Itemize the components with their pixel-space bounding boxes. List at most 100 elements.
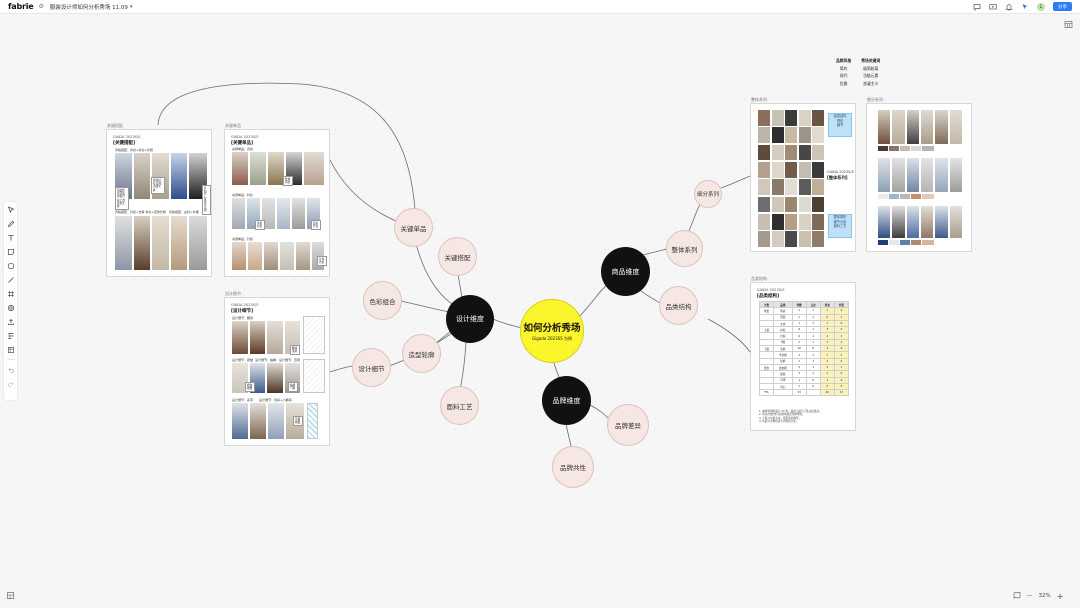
comment-icon[interactable] <box>973 3 981 11</box>
table-notes: 1. 本季秀场单品共 33 款，其中上装与下装占比最高， 2. 风衣/外套作为关… <box>759 410 851 424</box>
board-season: GIADA 2023S/S <box>757 288 855 292</box>
caption: 设计细节：包扣+小翻领 <box>259 398 292 402</box>
left-toolbar <box>4 202 17 400</box>
cursor-icon[interactable] <box>1021 3 1029 11</box>
upload-icon[interactable] <box>6 317 15 326</box>
zoom-out-button[interactable]: — <box>1027 593 1033 599</box>
center-node[interactable]: 如何分析秀场 Gigada 2023SS 为例 <box>520 299 584 363</box>
template-icon[interactable] <box>6 331 15 340</box>
board-category-structure[interactable]: GIADA 2023S/S [品类结构] 大类 品类 件数 占比 风衣 外套 外… <box>750 282 856 431</box>
sticky-note-icon[interactable] <box>6 247 15 256</box>
legend-item: 现代 <box>840 73 848 79</box>
node-label: 细分系列 <box>697 190 719 198</box>
node-fabric-craft[interactable]: 面料工艺 <box>440 386 479 425</box>
board-heading: [品类结构] <box>757 293 855 299</box>
tag: 面料工艺 <box>829 224 851 229</box>
table-cell <box>806 390 820 396</box>
node-key-matching[interactable]: 关键搭配 <box>438 237 477 276</box>
document-title[interactable]: 服装设计师如何分析秀场 11.09 <box>50 3 128 11</box>
node-design-detail[interactable]: 设计细节 <box>352 348 391 387</box>
chevron-down-icon[interactable]: ▾ <box>130 4 133 10</box>
board-heading: [设计细节] <box>231 308 329 314</box>
callout: 风衣外搭西装 内搭针织上衣 宽松长裤 <box>115 187 129 210</box>
callout: 经典 风衣 <box>283 176 293 186</box>
node-color-combo[interactable]: 色彩组合 <box>363 281 402 320</box>
node-label: 品牌差异 <box>615 420 641 430</box>
board-key-matching[interactable]: GIADA 2023S/S [关键搭配] 风格搭配：风衣+衬衫+长裤 风衣外搭西… <box>106 129 212 277</box>
callout: 针织开衫 叠穿 长裙 <box>202 185 211 215</box>
node-brand-common[interactable]: 品牌共性 <box>552 446 594 488</box>
callout: 翻领 落肩 <box>290 345 300 355</box>
node-label: 造型轮廓 <box>409 349 435 359</box>
zoom-controls: — 32% + <box>1013 590 1063 602</box>
legend-item: 优雅 <box>840 81 848 87</box>
node-label: 关键搭配 <box>445 252 471 262</box>
app-logo[interactable]: fabrie <box>8 2 34 11</box>
series-tag-box: 整体廓形 细节元素 面料工艺 <box>828 214 852 238</box>
table-icon[interactable] <box>6 345 15 354</box>
legend-heading: 品牌风格 <box>836 58 851 64</box>
sketch-image <box>303 359 325 393</box>
node-label: 关键单品 <box>401 223 427 233</box>
node-label: 品类结构 <box>666 301 692 311</box>
side-panel-icon[interactable] <box>1064 20 1073 29</box>
node-brand-dimension[interactable]: 品牌维度 <box>542 376 591 425</box>
toolbar-divider <box>7 359 15 360</box>
layers-icon[interactable] <box>6 591 15 600</box>
center-subtitle: Gigada 2023SS 为例 <box>532 336 572 342</box>
legend-item: 简约 <box>840 66 848 72</box>
avatar[interactable]: L <box>1037 3 1045 11</box>
caption: 关键单品：衬衫 <box>232 193 253 197</box>
select-icon[interactable] <box>6 205 15 214</box>
board-design-detail[interactable]: GIADA 2023S/S [设计细节] 设计细节：翻领 翻领 落肩 设计细节：… <box>224 297 330 446</box>
line-icon[interactable] <box>6 275 15 284</box>
board-key-items[interactable]: GIADA 2023S/S [关键单品] 关键单品：风衣 经典 风衣 关键单品：… <box>224 129 330 277</box>
zoom-in-button[interactable]: + <box>1057 592 1064 601</box>
photo-row <box>115 216 207 270</box>
board-overall-series[interactable]: 品类结构 廓形 细节 GIADA 2023S/S [整体系列] 整体廓形 细节元… <box>750 103 856 252</box>
gear-icon[interactable]: ⚙ <box>39 3 44 10</box>
text-icon[interactable] <box>6 233 15 242</box>
node-overall-series[interactable]: 整体系列 <box>666 230 703 267</box>
present-icon[interactable] <box>989 3 997 11</box>
share-button[interactable]: 分享 <box>1053 2 1072 11</box>
bell-icon[interactable] <box>1005 3 1013 11</box>
board-heading: [整体系列] <box>827 175 848 181</box>
node-design-dimension[interactable]: 设计维度 <box>446 295 494 343</box>
callout: 褶皱 收腰 <box>245 382 255 392</box>
node-label: 品牌共性 <box>560 462 586 472</box>
frame-icon[interactable] <box>6 289 15 298</box>
table-cell: 20 <box>820 390 834 396</box>
node-silhouette[interactable]: 造型轮廓 <box>402 334 441 373</box>
top-bar-actions: L 分享 <box>973 2 1072 11</box>
node-product-dimension[interactable]: 商品维度 <box>601 247 650 296</box>
shape-icon[interactable] <box>6 261 15 270</box>
web-icon[interactable] <box>6 303 15 312</box>
legend-item: 极简轮廓 <box>863 66 878 72</box>
pen-icon[interactable] <box>6 219 15 228</box>
callout: 针织 开衫 <box>311 220 321 230</box>
redo-icon[interactable] <box>6 379 15 388</box>
photo-row <box>232 242 324 270</box>
color-swatches <box>878 194 934 199</box>
node-key-items[interactable]: 关键单品 <box>394 208 433 247</box>
legend-heading: 秀场关键词 <box>861 58 880 64</box>
node-brand-diff[interactable]: 品牌差异 <box>607 404 649 446</box>
callout: 压褶 裙摆 <box>293 416 303 426</box>
tag: 细节 <box>829 123 851 128</box>
node-sub-series[interactable]: 细分系列 <box>694 180 722 208</box>
zoom-level[interactable]: 32% <box>1039 593 1051 599</box>
node-label: 整体系列 <box>672 244 698 254</box>
table-cell: 33 <box>792 390 806 396</box>
node-label: 设计细节 <box>359 363 385 373</box>
map-icon[interactable] <box>1013 591 1021 601</box>
node-label: 色彩组合 <box>370 296 396 306</box>
table-cell: 17 <box>834 390 848 396</box>
undo-icon[interactable] <box>6 365 15 374</box>
node-category-structure[interactable]: 品类结构 <box>659 286 698 325</box>
board-sub-series[interactable] <box>866 103 972 252</box>
board-season: GIADA 2023S/S <box>231 303 329 307</box>
fabric-swatch <box>307 403 318 439</box>
node-label: 品牌维度 <box>553 396 581 406</box>
